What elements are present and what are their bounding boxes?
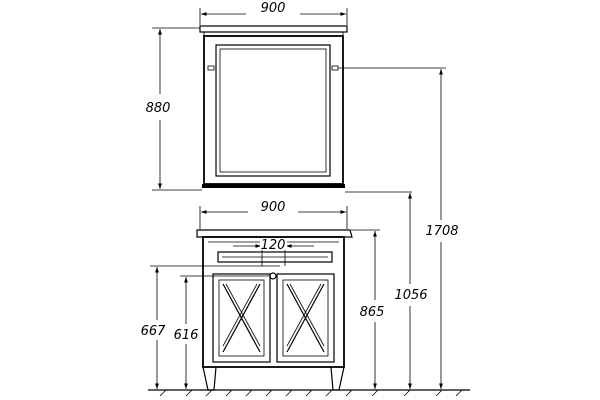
leg-right (330, 366, 345, 391)
dim-vanity-height: 865 (351, 229, 391, 389)
mirror-frame-inner (215, 44, 331, 177)
mirror-hanger-right (331, 65, 339, 71)
vanity (196, 229, 353, 391)
dim-drain-height: 616 (171, 275, 270, 389)
mirror-bottom-height-label: 1056 (394, 288, 427, 303)
leg-left (202, 366, 217, 391)
mirror-crown-top (199, 25, 348, 33)
door-left-cross (222, 283, 261, 353)
mirror-base-molding (202, 184, 345, 188)
faucet-spacing-label: 120 (261, 238, 286, 253)
dim-vanity-width: 900 (199, 200, 348, 229)
total-height-label: 1708 (425, 224, 458, 239)
vanity-width-label: 900 (261, 200, 286, 215)
dim-faucet-spacing: 120 (233, 238, 314, 253)
vanity-height-label: 865 (360, 305, 385, 320)
vanity-cabinet (202, 236, 345, 368)
door-knob (269, 272, 277, 280)
dim-mirror-width: 900 (199, 1, 348, 25)
door-right (276, 273, 335, 363)
mirror-glass (219, 48, 327, 173)
mirror-hanger-left (207, 65, 215, 71)
dim-outlet-height: 667 (138, 265, 280, 389)
mirror-height-label: 880 (146, 101, 171, 116)
vanity-countertop (196, 229, 353, 238)
door-right-cross (286, 283, 325, 353)
dim-total-height: 1708 (422, 69, 464, 389)
floor-hatching (159, 389, 463, 397)
door-right-panel (282, 279, 329, 357)
door-left (212, 273, 271, 363)
floor (148, 389, 470, 397)
dim-mirror-bottom-height: 1056 (390, 193, 432, 389)
mirror-width-label: 900 (261, 1, 286, 16)
door-left-panel (218, 279, 265, 357)
mirror-frame-outer (203, 35, 344, 185)
vanity-drawer (217, 251, 333, 263)
drain-height-label: 616 (174, 328, 199, 343)
dim-mirror-height: 880 (140, 27, 202, 191)
outlet-height-label: 667 (141, 324, 167, 339)
mirror (199, 25, 348, 188)
